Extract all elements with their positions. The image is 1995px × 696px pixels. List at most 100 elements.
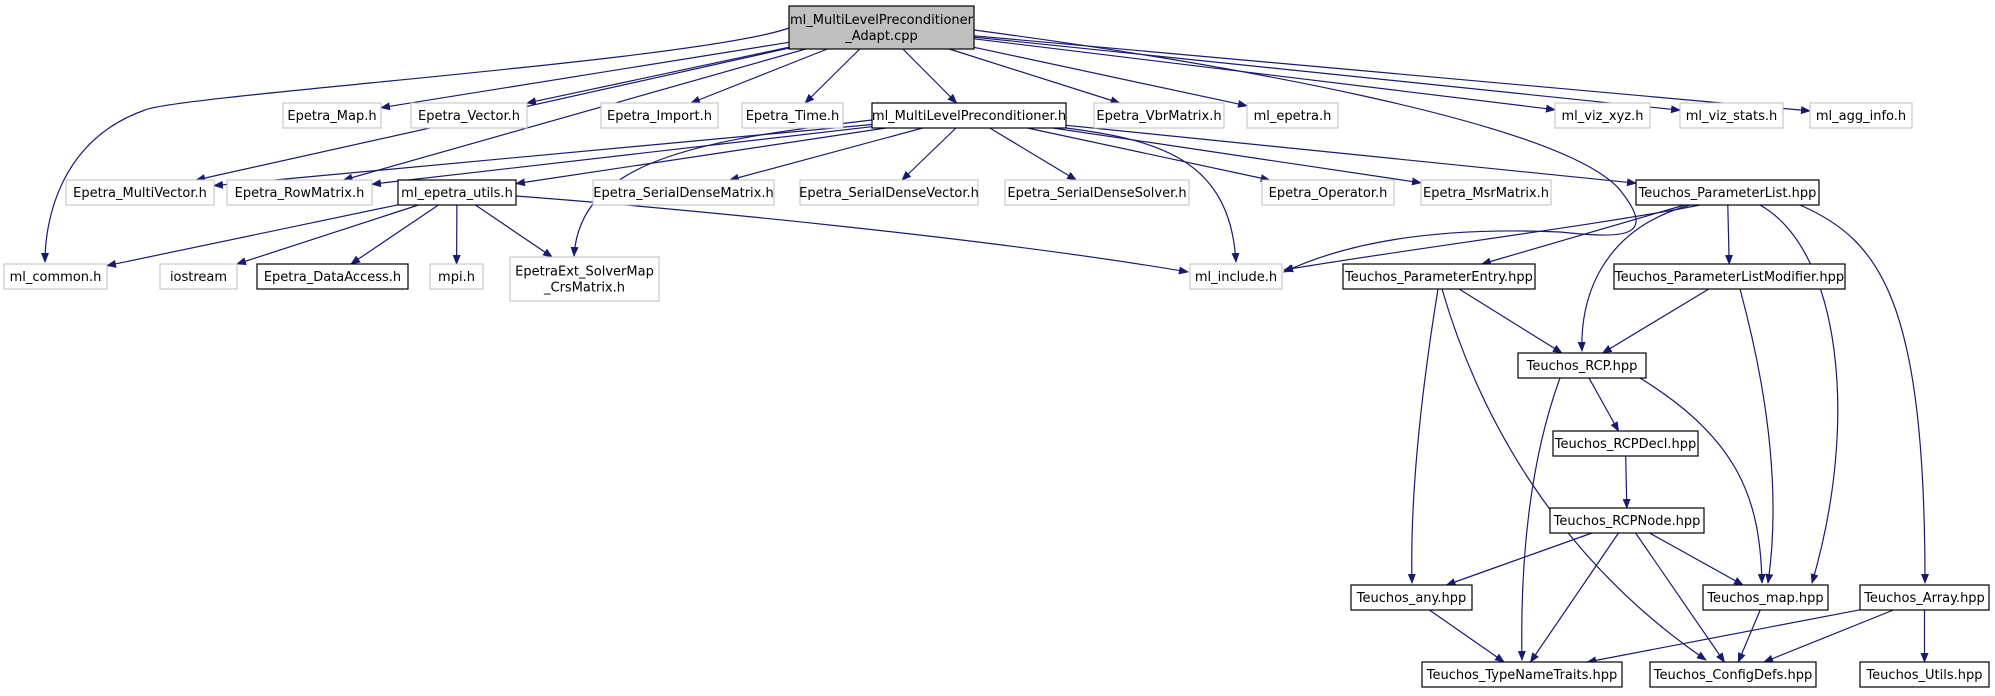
edge-teuchos_rcpnode-to-teuchos_configdefs	[1635, 532, 1725, 663]
edge-ml_mlp_h-to-epetra_multivector	[213, 123, 873, 189]
edge-teuchos_pl-to-teuchos_map	[1759, 204, 1839, 584]
edge-teuchos_pl-to-ml_include	[1283, 204, 1701, 273]
node-box	[1702, 584, 1829, 611]
edge-ml_mlp_h-to-epetra_sdm	[728, 127, 923, 182]
node-box	[1649, 661, 1817, 688]
node-label: Epetra_MultiVector.h	[73, 186, 207, 201]
edge-root-to-epetra_vector	[526, 46, 790, 106]
node-ml-common: ml_common.h	[3, 263, 108, 290]
edge-teuchos_pl-to-teuchos_pe	[1480, 204, 1685, 266]
node-label: Epetra_Time.h	[746, 109, 840, 124]
node-label: Teuchos_ParameterListModifier.hpp	[1614, 270, 1844, 285]
edge-ml_mlp_h-to-ml_epetra_utils	[515, 127, 886, 187]
node-ml-epetra: ml_epetra.h	[1246, 102, 1339, 129]
edge-root-to-epetra_rowmatrix	[342, 48, 806, 182]
node-epetra-rowmatrix: Epetra_RowMatrix.h	[226, 179, 373, 206]
node-label: ml_viz_stats.h	[1686, 109, 1777, 124]
edge-root-to-ml_agg_info	[973, 35, 1811, 115]
node-box	[159, 263, 238, 290]
node-label: ml_include.h	[1195, 270, 1277, 285]
node-epetra-sdv: Epetra_SerialDenseVector.h	[799, 179, 979, 206]
node-box	[509, 256, 660, 302]
edge-teuchos_pl-to-teuchos_rcp	[1577, 204, 1691, 352]
node-label: ml_MultiLevelPreconditioner.h	[872, 109, 1066, 124]
edge-teuchos_plm-to-teuchos_map	[1739, 288, 1774, 584]
node-box	[3, 263, 108, 290]
node-box	[1679, 102, 1784, 129]
node-epetra-multivector: Epetra_MultiVector.h	[65, 179, 215, 206]
node-label: Epetra_VbrMatrix.h	[1096, 109, 1221, 124]
node-box	[1246, 102, 1339, 129]
node-teuchos-pe[interactable]: Teuchos_ParameterEntry.hpp	[1342, 263, 1536, 290]
node-box	[1421, 661, 1623, 688]
node-label: Epetra_RowMatrix.h	[235, 186, 365, 201]
node-epetra-operator: Epetra_Operator.h	[1261, 179, 1395, 206]
edge-root-to-ml_common	[41, 27, 790, 263]
edge-root-to-epetra_import	[690, 48, 828, 104]
edge-teuchos_map-to-teuchos_configdefs	[1737, 609, 1761, 663]
node-box	[1859, 661, 1990, 688]
node-label: Epetra_SerialDenseMatrix.h	[593, 186, 773, 201]
node-label: Teuchos_ParameterList.hpp	[1638, 186, 1817, 201]
node-teuchos-tnt[interactable]: Teuchos_TypeNameTraits.hpp	[1421, 661, 1623, 688]
node-label: Epetra_SerialDenseSolver.h	[1007, 186, 1186, 201]
edge-ml_mlp_h-to-epetra_msr	[1052, 127, 1422, 186]
node-teuchos-pl[interactable]: Teuchos_ParameterList.hpp	[1635, 179, 1820, 206]
node-box	[1613, 263, 1846, 290]
node-root[interactable]: ml_MultiLevelPreconditioner_Adapt.cpp	[788, 5, 975, 50]
node-teuchos-rcp[interactable]: Teuchos_RCP.hpp	[1517, 352, 1647, 379]
node-ml-epetra-utils[interactable]: ml_epetra_utils.h	[397, 179, 517, 206]
edge-teuchos_rcpnode-to-teuchos_any	[1445, 532, 1593, 586]
node-epetra-msr: Epetra_MsrMatrix.h	[1420, 179, 1552, 206]
node-label: mpi.h	[438, 270, 475, 285]
node-teuchos-map[interactable]: Teuchos_map.hpp	[1702, 584, 1829, 611]
node-box	[429, 263, 484, 290]
node-teuchos-rcpdecl[interactable]: Teuchos_RCPDecl.hpp	[1552, 430, 1699, 457]
node-box	[256, 263, 409, 290]
node-label: Teuchos_any.hpp	[1356, 591, 1467, 606]
node-teuchos-array[interactable]: Teuchos_Array.hpp	[1859, 584, 1990, 611]
node-mpi: mpi.h	[429, 263, 484, 290]
node-label: iostream	[170, 270, 227, 285]
node-label: _Adapt.cpp	[844, 29, 918, 44]
node-box	[788, 5, 975, 50]
node-box	[1635, 179, 1820, 206]
node-ml-mlp-h[interactable]: ml_MultiLevelPreconditioner.h	[871, 102, 1067, 129]
node-box	[226, 179, 373, 206]
node-label: ml_epetra_utils.h	[401, 186, 513, 201]
node-box	[397, 179, 517, 206]
edge-ml_mlp_h-to-epetra_operator	[1027, 127, 1271, 183]
node-box	[1552, 430, 1699, 457]
node-label: Teuchos_RCPNode.hpp	[1553, 514, 1701, 529]
edge-ml_mlp_h-to-ml_include	[1065, 127, 1240, 263]
node-box	[600, 102, 719, 129]
node-iostream: iostream	[159, 263, 238, 290]
node-box	[1549, 507, 1705, 534]
edge-teuchos_any-to-teuchos_tnt	[1429, 609, 1505, 663]
node-box	[741, 102, 844, 129]
node-label: ml_agg_info.h	[1816, 109, 1906, 124]
node-label: ml_epetra.h	[1254, 109, 1332, 124]
edge-teuchos_pe-to-teuchos_any	[1407, 288, 1439, 584]
edge-root-to-ml_include	[973, 29, 1637, 273]
node-teuchos-plm[interactable]: Teuchos_ParameterListModifier.hpp	[1613, 263, 1846, 290]
node-label: Epetra_Operator.h	[1269, 186, 1388, 201]
edge-ml_mlp_h-to-teuchos_pl	[1065, 124, 1637, 187]
node-box	[1420, 179, 1552, 206]
node-box	[799, 179, 979, 206]
edge-teuchos_array-to-teuchos_configdefs	[1763, 609, 1894, 663]
node-box	[1554, 102, 1651, 129]
node-teuchos-rcpnode[interactable]: Teuchos_RCPNode.hpp	[1549, 507, 1705, 534]
node-label: Epetra_SerialDenseVector.h	[799, 186, 979, 201]
node-teuchos-utils[interactable]: Teuchos_Utils.hpp	[1859, 661, 1990, 688]
nodes-layer: ml_MultiLevelPreconditioner_Adapt.cppEpe…	[3, 5, 1990, 688]
edge-ml_epetra_utils-to-iostream	[236, 204, 419, 266]
node-teuchos-any[interactable]: Teuchos_any.hpp	[1350, 584, 1473, 611]
edge-root-to-ml_viz_stats	[973, 36, 1681, 114]
node-label: Teuchos_ParameterEntry.hpp	[1344, 270, 1533, 285]
node-label: EpetraExt_SolverMap	[515, 265, 654, 280]
node-box	[282, 102, 382, 129]
node-epetra-dataaccess[interactable]: Epetra_DataAccess.h	[256, 263, 409, 290]
node-box	[1350, 584, 1473, 611]
node-teuchos-configdefs[interactable]: Teuchos_ConfigDefs.hpp	[1649, 661, 1817, 688]
